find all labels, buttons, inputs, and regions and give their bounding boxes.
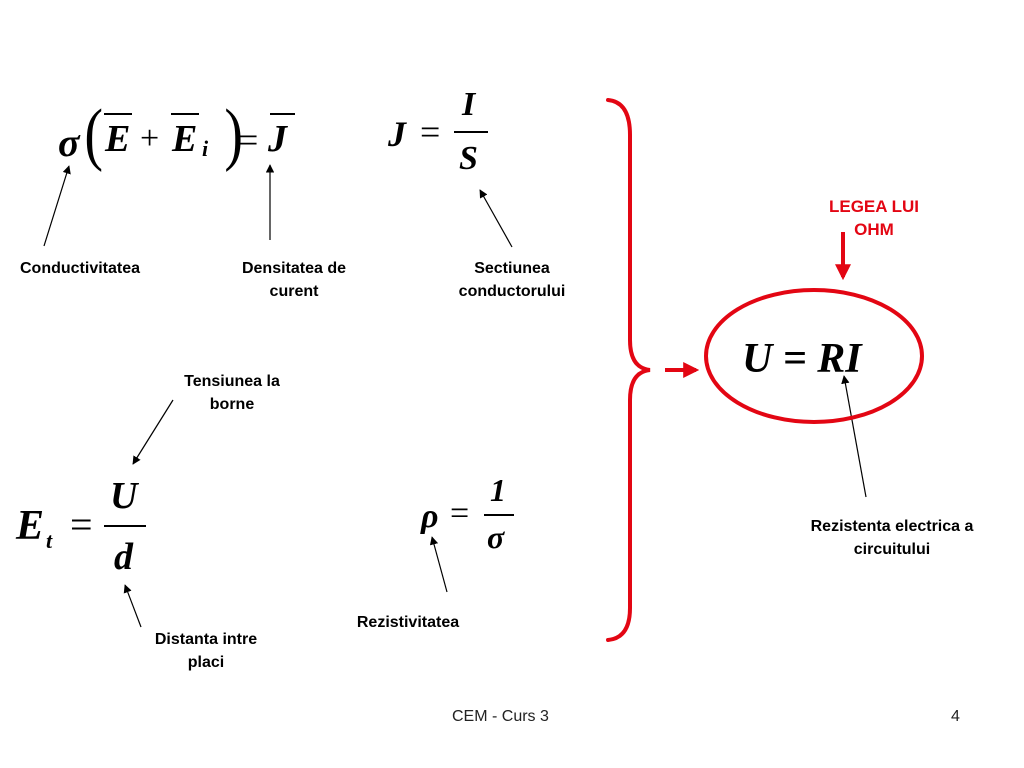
current-density-lhs: J — [388, 114, 406, 154]
field-fraction-bar — [104, 525, 146, 527]
arrow-resistance — [841, 375, 867, 498]
sigma-symbol: σ — [58, 120, 80, 165]
field-equals: = — [70, 502, 93, 547]
arrow-distance — [123, 584, 142, 628]
page-number: 4 — [951, 708, 960, 725]
rho-symbol: ρ — [421, 498, 439, 535]
arrow-conductivity — [43, 165, 71, 247]
field-numerator: U — [110, 475, 138, 517]
label-ohm-law: LEGEA LUI OHM — [828, 197, 920, 239]
ohm-law-formula: U = RI — [742, 336, 862, 382]
field-subscript-t: t — [46, 528, 53, 553]
plus-sign: + — [140, 120, 160, 157]
current-density-denominator: S — [459, 140, 478, 177]
subscript-i: i — [202, 136, 209, 161]
vector-e: E — [105, 118, 131, 160]
resistivity-denominator: σ — [487, 519, 505, 555]
red-curly-brace — [606, 98, 651, 642]
vector-ei-bar — [171, 113, 199, 115]
label-current-density: Densitatea de curent — [241, 260, 347, 300]
resistivity-equals: = — [450, 495, 470, 532]
resistivity-numerator: 1 — [490, 472, 506, 508]
vector-ei: E — [172, 118, 198, 160]
label-resistance: Rezistenta electrica a circuitului — [810, 518, 974, 558]
arrow-section — [479, 189, 513, 248]
left-paren: ( — [84, 96, 103, 173]
label-distance: Distanta intre placi — [154, 631, 258, 671]
ohm-law-ellipse — [704, 288, 924, 424]
current-density-fraction-bar — [454, 131, 488, 133]
right-paren: ) — [224, 96, 243, 173]
label-resistivity: Rezistivitatea — [356, 614, 460, 631]
vector-e-bar — [104, 113, 132, 115]
field-denominator: d — [114, 536, 133, 578]
field-lhs: E — [16, 503, 45, 549]
arrow-resistivity — [429, 536, 448, 593]
vector-j-bar — [270, 113, 295, 115]
resistivity-fraction-bar — [484, 514, 514, 516]
current-density-numerator: I — [462, 86, 476, 123]
footer-title: CEM - Curs 3 — [452, 708, 549, 725]
label-voltage: Tensiunea la borne — [184, 373, 280, 413]
equals-sign: = — [238, 120, 259, 160]
current-density-equals: = — [420, 112, 441, 152]
label-section: Sectiunea conductorului — [458, 260, 566, 300]
vector-j: J — [268, 118, 287, 160]
arrow-voltage — [132, 399, 174, 465]
label-conductivity: Conductivitatea — [20, 260, 141, 277]
